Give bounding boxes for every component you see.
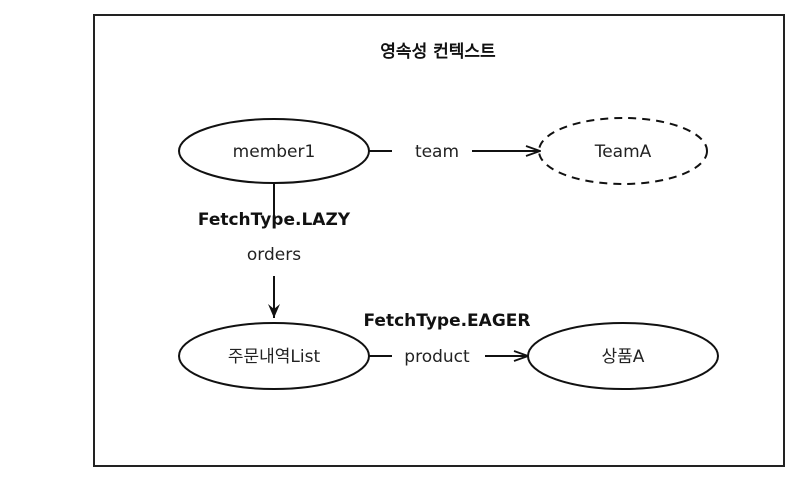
node-product-a-label: 상품A bbox=[602, 347, 645, 367]
edge-orders: FetchType.LAZY orders bbox=[198, 183, 351, 318]
persistence-context-frame bbox=[93, 14, 785, 467]
node-orders-list-label: 주문내역List bbox=[228, 347, 321, 367]
edge-team: team bbox=[369, 142, 540, 162]
edge-team-label: team bbox=[415, 142, 459, 162]
node-member1-label: member1 bbox=[233, 142, 316, 162]
edge-orders-label: orders bbox=[247, 245, 301, 265]
fetchtype-eager-label: FetchType.EAGER bbox=[363, 311, 530, 331]
node-orders-list: 주문내역List bbox=[178, 322, 370, 390]
edge-product-label: product bbox=[404, 347, 470, 367]
node-teama: TeamA bbox=[538, 117, 708, 185]
node-teama-label: TeamA bbox=[594, 142, 652, 162]
fetchtype-lazy-label: FetchType.LAZY bbox=[198, 210, 351, 230]
diagram-title: 영속성 컨텍스트 bbox=[380, 42, 496, 62]
edge-product: product bbox=[369, 347, 528, 367]
node-member1: member1 bbox=[178, 118, 370, 184]
node-product-a: 상품A bbox=[527, 322, 719, 390]
